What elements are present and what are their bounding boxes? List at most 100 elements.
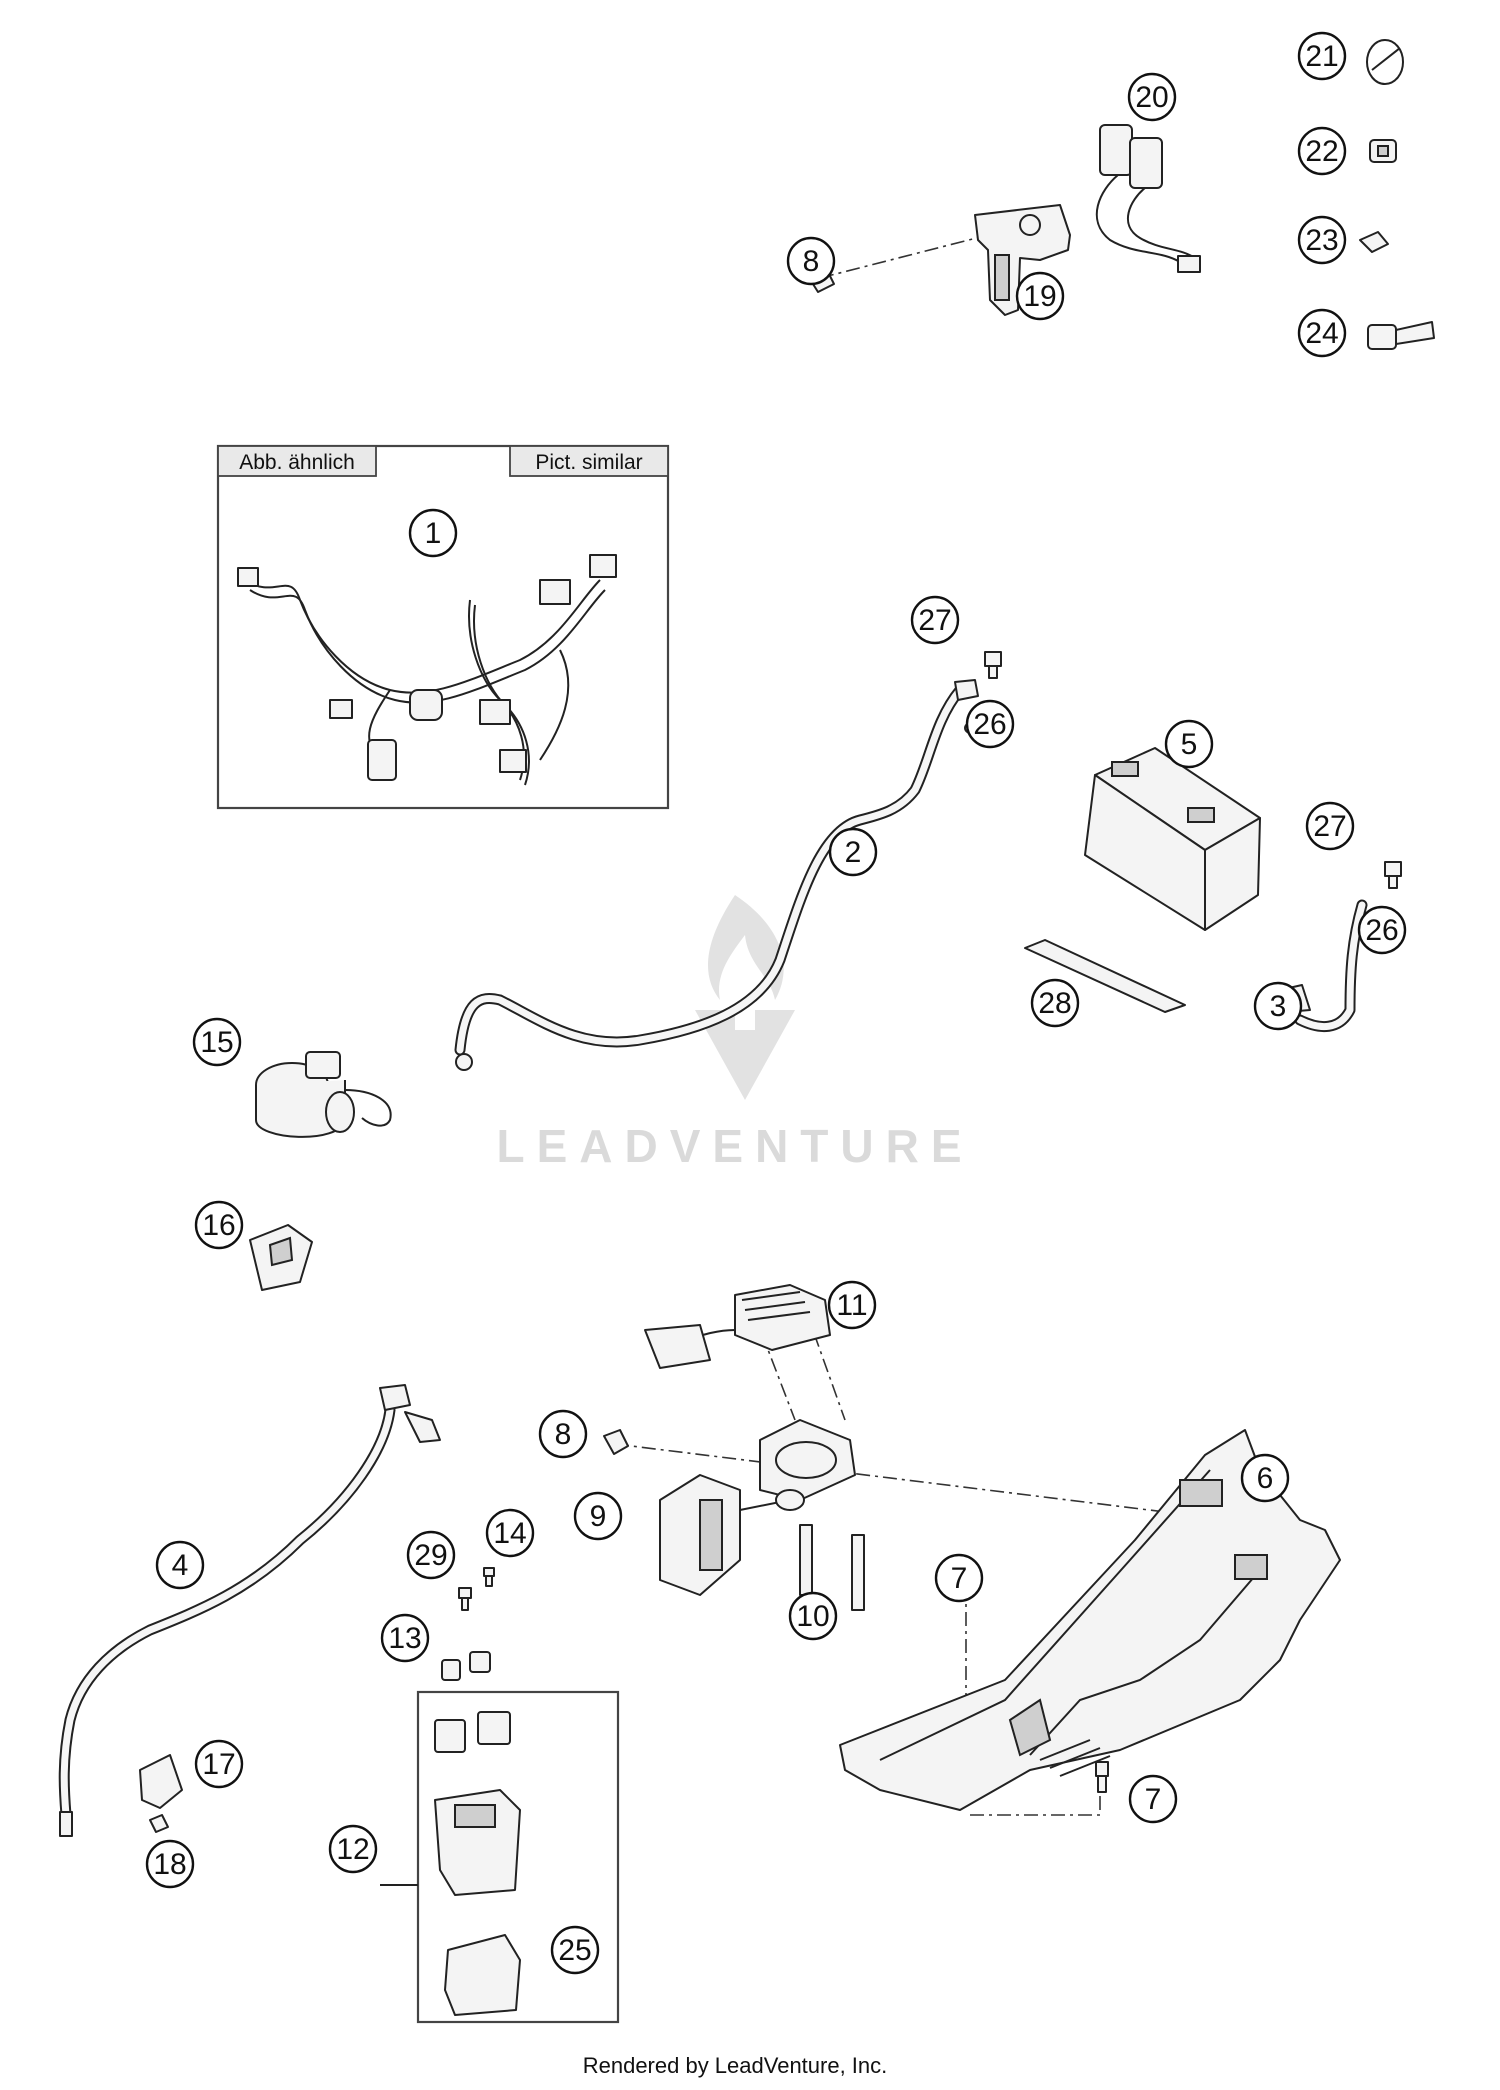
- part-27-bolt-right: [1384, 861, 1402, 889]
- callout-number: 19: [1023, 280, 1056, 313]
- callout-circle: [328, 1824, 378, 1874]
- watermark-logo-icon: [695, 895, 795, 1100]
- callout-number: 28: [1038, 987, 1071, 1020]
- part-2-cable: [454, 679, 979, 1071]
- callout-number: 6: [1257, 1462, 1274, 1495]
- callout-number: 26: [1365, 914, 1398, 947]
- callout-11: 11: [827, 1280, 877, 1330]
- leader-line-7-lower: [970, 1790, 1101, 1816]
- callout-circle: [1297, 31, 1347, 81]
- part-24-connector: [1367, 321, 1435, 350]
- callout-circle: [828, 827, 878, 877]
- callout-circle: [1127, 72, 1177, 122]
- callout-circle: [192, 1017, 242, 1067]
- callout-4: 4: [155, 1540, 205, 1590]
- callout-1: 1: [408, 508, 458, 558]
- callout-10: 10: [788, 1591, 838, 1641]
- callout-circle: [1297, 308, 1347, 358]
- callout-circle: [788, 1591, 838, 1641]
- callout-circle: [910, 595, 960, 645]
- part-13-caps: [441, 1651, 491, 1681]
- callout-circle: [194, 1739, 244, 1789]
- callout-number: 16: [202, 1209, 235, 1242]
- callout-circle: [1305, 801, 1355, 851]
- part-23-clip: [1359, 231, 1389, 253]
- footer-credit: Rendered by LeadVenture, Inc.: [583, 2053, 888, 2078]
- callout-circle: [1015, 271, 1065, 321]
- callout-circle: [538, 1409, 588, 1459]
- callout-16: 16: [194, 1200, 244, 1250]
- callout-number: 15: [200, 1026, 233, 1059]
- leader-line-8-bottom: [614, 1443, 1231, 1521]
- callout-number: 22: [1305, 135, 1338, 168]
- callout-21: 21: [1297, 31, 1347, 81]
- callout-circle: [827, 1280, 877, 1330]
- callout-27: 27: [1305, 801, 1355, 851]
- callout-8: 8: [786, 236, 836, 286]
- callout-circle: [1357, 905, 1407, 955]
- callout-26: 26: [1357, 905, 1407, 955]
- part-10-bolts: [799, 1524, 865, 1611]
- part-15-relay: [255, 1051, 392, 1138]
- callout-8: 8: [538, 1409, 588, 1459]
- callout-20: 20: [1127, 72, 1177, 122]
- part-6-frame: [839, 1429, 1341, 1811]
- pict-tag-en-text: Pict. similar: [535, 451, 642, 474]
- callout-number: 7: [1145, 1783, 1162, 1816]
- callout-number: 3: [1270, 990, 1287, 1023]
- callout-number: 23: [1305, 224, 1338, 257]
- callout-24: 24: [1297, 308, 1347, 358]
- part-27-bolt-upper: [984, 651, 1002, 679]
- callout-number: 20: [1135, 81, 1168, 114]
- callout-13: 13: [380, 1613, 430, 1663]
- callout-circle: [1128, 1774, 1178, 1824]
- pict-tag-en: Pict. similar: [509, 445, 669, 477]
- callout-number: 27: [1313, 810, 1346, 843]
- callout-circle: [1030, 978, 1080, 1028]
- callout-number: 10: [796, 1600, 829, 1633]
- callout-number: 25: [558, 1934, 591, 1967]
- part-28-pad: [1024, 939, 1186, 1013]
- part-16-cap: [249, 1224, 313, 1291]
- callout-circle: [155, 1540, 205, 1590]
- callouts: 1234567788910111213141516171819202122232…: [145, 31, 1407, 1975]
- callout-circle: [194, 1200, 244, 1250]
- callout-23: 23: [1297, 215, 1347, 265]
- callout-number: 14: [493, 1517, 526, 1550]
- callout-circle: [786, 236, 836, 286]
- callout-26: 26: [965, 699, 1015, 749]
- callout-14: 14: [485, 1508, 535, 1558]
- pict-tag-de-text: Abb. ähnlich: [239, 451, 355, 474]
- callout-number: 21: [1305, 40, 1338, 73]
- callout-17: 17: [194, 1739, 244, 1789]
- callout-circle: [550, 1925, 600, 1975]
- callout-number: 2: [845, 836, 862, 869]
- callout-number: 13: [388, 1622, 421, 1655]
- callout-12: 12: [328, 1824, 378, 1874]
- callout-number: 24: [1305, 317, 1338, 350]
- callout-number: 29: [414, 1539, 447, 1572]
- callout-29: 29: [406, 1530, 456, 1580]
- part-14-screw: [483, 1567, 495, 1587]
- callout-circle: [408, 508, 458, 558]
- callout-5: 5: [1164, 719, 1214, 769]
- callout-number: 7: [951, 1562, 968, 1595]
- callout-number: 11: [836, 1289, 867, 1322]
- callout-25: 25: [550, 1925, 600, 1975]
- part-11-bracket: [759, 1419, 856, 1501]
- callout-number: 27: [918, 604, 951, 637]
- callout-number: 9: [590, 1500, 607, 1533]
- part-20-connector: [1095, 124, 1201, 273]
- callout-circle: [1164, 719, 1214, 769]
- callout-circle: [380, 1613, 430, 1663]
- wiring-harness-frame: [216, 444, 670, 810]
- callout-6: 6: [1240, 1453, 1290, 1503]
- callout-circle: [934, 1553, 984, 1603]
- part-12-kit-box: [380, 1690, 620, 2024]
- part-5-battery: [1084, 747, 1261, 931]
- wiring-harness-panel: Abb. ähnlich Pict. similar: [216, 444, 670, 810]
- part-7-bolt-lower: [1095, 1761, 1109, 1793]
- part-4-cable: [58, 1384, 441, 1837]
- callout-circle: [406, 1530, 456, 1580]
